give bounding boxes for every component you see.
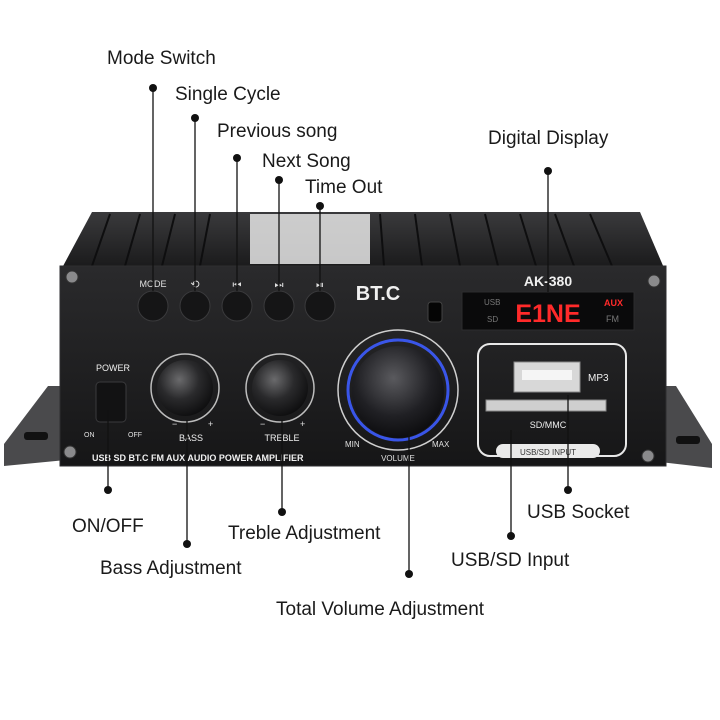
power-label: POWER: [96, 363, 131, 373]
sd-card-slot[interactable]: [485, 399, 607, 412]
usb-socket-tongue: [522, 370, 572, 380]
callout-next-song: Next Song: [262, 151, 351, 172]
mp3-label: MP3: [588, 373, 609, 384]
callout-total-volume-adjustment: Total Volume Adjustment: [276, 599, 485, 620]
aux-indicator: AUX: [604, 298, 623, 308]
usb-sd-input-plate: [496, 444, 600, 458]
display-readout: E1NE: [515, 300, 580, 328]
volume-label: VOLUME: [381, 454, 415, 463]
usb-sd-input-label: USB/SD INPUT: [520, 448, 576, 457]
heatsink-fins: [91, 213, 613, 267]
usb-indicator: USB: [484, 298, 500, 307]
corner-screws: [63, 270, 661, 463]
bass-minus: −: [172, 419, 177, 429]
ir-receiver: [427, 301, 443, 323]
play-pause-button[interactable]: [304, 290, 336, 322]
volume-glow-ring: [346, 338, 450, 442]
brand-label: BT.C: [356, 283, 400, 305]
single-cycle-button[interactable]: [179, 290, 211, 322]
treble-knob[interactable]: [252, 360, 308, 416]
treble-plus: +: [300, 419, 305, 429]
bottom-strip-label: USB SD BT.C FM AUX AUDIO POWER AMPLIFIER: [92, 453, 304, 463]
treble-knob-ring: [245, 353, 315, 423]
callout-treble-adjustment: Treble Adjustment: [228, 523, 381, 544]
left-bracket-slot: [24, 432, 48, 440]
next-song-button[interactable]: [263, 290, 295, 322]
volume-min-label: MIN: [345, 440, 360, 449]
button-row: [137, 290, 336, 322]
treble-minus: −: [260, 419, 265, 429]
previous-song-button[interactable]: [221, 290, 253, 322]
off-label: OFF: [128, 432, 142, 439]
callout-on-off: ON/OFF: [72, 516, 144, 537]
fm-indicator: FM: [606, 314, 619, 324]
volume-knob-ring: [337, 329, 459, 451]
callout-bass-adjustment: Bass Adjustment: [100, 558, 242, 579]
right-bracket-slot: [676, 436, 700, 444]
top-label-plate: [250, 214, 370, 264]
callout-time-out: Time Out: [305, 177, 383, 198]
bass-label: BASS: [179, 433, 203, 443]
bass-plus: +: [208, 419, 213, 429]
power-switch[interactable]: [95, 381, 127, 423]
sd-indicator: SD: [487, 315, 498, 324]
callout-single-cycle: Single Cycle: [175, 84, 281, 105]
sd-mmc-label: SD/MMC: [530, 420, 567, 430]
mode-button[interactable]: [137, 290, 169, 322]
on-label: ON: [84, 432, 95, 439]
callout-dots: [104, 84, 572, 578]
volume-max-label: MAX: [432, 440, 450, 449]
bass-knob[interactable]: [157, 360, 213, 416]
right-mounting-bracket: [660, 386, 712, 468]
callout-lines: [107, 88, 569, 574]
left-mounting-bracket: [4, 386, 66, 466]
bass-knob-ring: [150, 353, 220, 423]
callout-usb-socket: USB Socket: [527, 502, 630, 523]
callout-usb-sd-input: USB/SD Input: [451, 550, 570, 571]
volume-knob[interactable]: [352, 346, 444, 438]
callout-mode-switch: Mode Switch: [107, 48, 216, 69]
callout-digital-display: Digital Display: [488, 128, 609, 149]
callout-previous-song: Previous song: [217, 121, 338, 142]
